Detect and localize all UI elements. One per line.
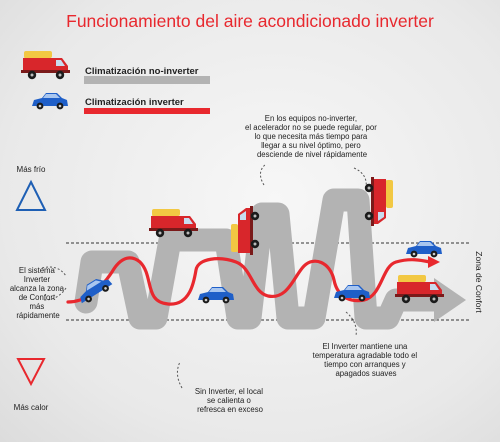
legend-label-non-inverter: Climatización no-inverter [85, 66, 199, 77]
arrow-left-2 [43, 287, 67, 301]
annotation-top-right: En los equipos no-inverter, el acelerado… [245, 114, 379, 159]
label-cold: Más frío [17, 165, 46, 174]
legend-car-icon [32, 93, 68, 110]
legend-red-bar [84, 108, 210, 114]
annotation-bottom-center: Sin Inverter, el local se calienta o ref… [195, 387, 265, 414]
legend-truck-icon [21, 51, 70, 80]
legend-gray-bar [84, 76, 210, 84]
arrow-bottom-center [176, 361, 183, 389]
hot-triangle-icon [16, 358, 46, 387]
cold-triangle-icon [15, 179, 47, 211]
label-hot: Más calor [14, 403, 49, 412]
arrow-bottom-right [345, 311, 357, 337]
inverter-path [66, 256, 432, 306]
arrow-top-right-2 [353, 167, 367, 189]
inverter-arrowhead [428, 256, 440, 268]
non-inverter-arrowhead [434, 278, 466, 322]
legend-label-inverter: Climatización inverter [85, 97, 184, 108]
arrow-top-right-1 [260, 163, 267, 186]
arrow-left [41, 266, 67, 277]
annotation-bottom-right: El Inverter mantiene una temperatura agr… [313, 342, 420, 378]
legend: Climatización no-inverter Climatización … [21, 51, 210, 114]
non-inverter-path [74, 188, 452, 330]
comfort-zone-label: Zona de Confort [474, 251, 484, 313]
annotation-left: El sistema Inverter alcanza la zona de C… [10, 266, 66, 320]
page-title: Funcionamiento del aire acondicionado in… [66, 11, 434, 31]
